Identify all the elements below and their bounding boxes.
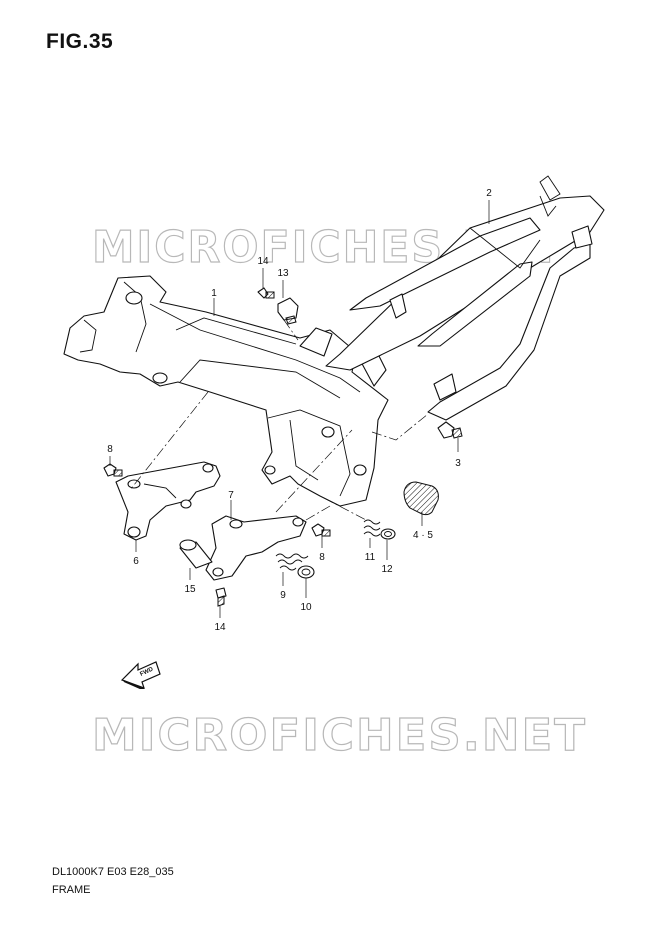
- watermark-bottom: MICROFICHES.NET: [92, 710, 587, 761]
- assembly-line: [275, 429, 353, 513]
- bushing-part-13: [277, 297, 299, 325]
- nut-part-12: [380, 528, 396, 540]
- diagram-code: DL1000K7 E03 E28_035: [52, 866, 174, 878]
- main-frame-part-1: [63, 275, 389, 507]
- bolt-part-8-right: [311, 523, 331, 537]
- figure-title: FIG.35: [46, 30, 114, 53]
- bolt-part-8-left: [103, 463, 123, 477]
- assembly-line: [371, 413, 429, 441]
- callout-6: 6: [133, 556, 139, 567]
- callout-11: 11: [365, 552, 376, 563]
- callout-2: 2: [486, 188, 492, 199]
- spring-part-9: [275, 553, 309, 571]
- bolt-part-14-lower: [215, 587, 227, 607]
- cover-part-4-5: [403, 481, 439, 516]
- callout-15: 15: [184, 584, 196, 595]
- callout-12: 12: [381, 564, 393, 575]
- assembly-line: [283, 319, 299, 341]
- callout-14-upper: 14: [257, 256, 269, 267]
- bracket-part-7: [205, 515, 307, 581]
- fwd-label: FWD: [139, 666, 155, 677]
- footrest-bracket-part-6: [115, 461, 221, 541]
- bolt-part-3: [437, 421, 463, 439]
- bolt-part-14-upper: [257, 287, 275, 299]
- fwd-arrow-icon: FWD: [120, 661, 161, 689]
- diagram-name: FRAME: [52, 884, 91, 896]
- callout-1: 1: [211, 288, 217, 299]
- assembly-line: [305, 505, 331, 521]
- nut-part-10: [297, 565, 315, 579]
- callout-4-5: 4 · 5: [413, 530, 433, 541]
- callout-3: 3: [455, 458, 461, 469]
- callout-8-right: 8: [319, 552, 325, 563]
- callout-14-lower: 14: [214, 622, 226, 633]
- callout-8-left: 8: [107, 444, 113, 455]
- cylinder-part-15: [179, 539, 213, 569]
- callout-7: 7: [228, 490, 234, 501]
- assembly-line: [323, 497, 367, 521]
- callout-13: 13: [277, 268, 289, 279]
- assembly-line: [129, 391, 209, 491]
- callout-9: 9: [280, 590, 286, 601]
- callout-10: 10: [300, 602, 312, 613]
- spring-part-11: [363, 519, 381, 537]
- rear-frame-part-2: [325, 175, 605, 421]
